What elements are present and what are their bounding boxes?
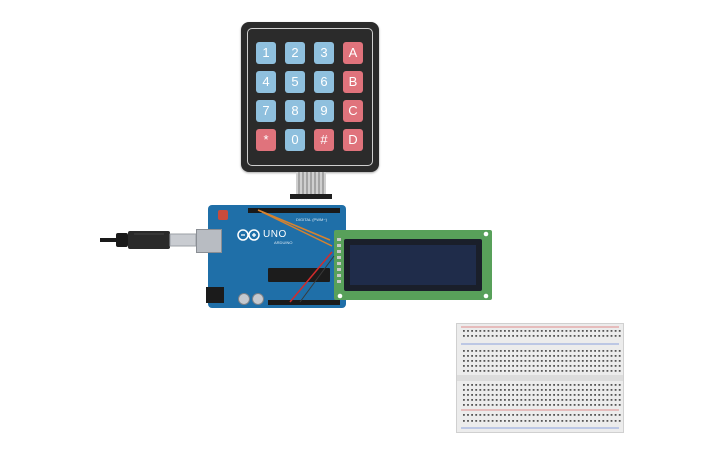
lcd-screen (350, 245, 476, 285)
keypad-key[interactable]: 3 (314, 42, 334, 64)
keypad-key[interactable]: B (343, 71, 363, 93)
capacitor-1 (238, 293, 250, 305)
lcd-16x2-display[interactable] (334, 230, 492, 300)
wire-red (289, 251, 333, 303)
power-jack (206, 287, 224, 303)
keypad-key[interactable]: * (256, 129, 276, 151)
breadboard[interactable] (456, 323, 624, 433)
capacitor-2 (252, 293, 264, 305)
keypad-frame (247, 28, 373, 166)
microcontroller-chip (268, 268, 330, 282)
reset-button[interactable] (218, 210, 228, 220)
usb-port (196, 229, 222, 253)
board-brand-label: ARDUINO (274, 240, 293, 245)
arduino-uno-board[interactable]: DIGITAL (PWM~) UNO ARDUINO (196, 205, 346, 308)
wire-dark (299, 255, 335, 303)
arduino-logo-icon (237, 229, 260, 241)
lcd-mount-holes (337, 231, 489, 299)
keypad-key[interactable]: 0 (285, 129, 305, 151)
wire-orange (257, 209, 331, 241)
lcd-bezel (344, 239, 482, 291)
board-model-label: UNO (263, 229, 287, 240)
keypad-key[interactable]: 2 (285, 42, 305, 64)
keypad-key[interactable]: D (343, 129, 363, 151)
digital-header[interactable] (248, 208, 340, 213)
wire-orange-2 (261, 211, 333, 247)
keypad-key[interactable]: C (343, 100, 363, 122)
digital-pins-label: DIGITAL (PWM~) (296, 217, 327, 222)
keypad-key[interactable]: 5 (285, 71, 305, 93)
power-header[interactable] (268, 300, 340, 305)
keypad-key[interactable]: 4 (256, 71, 276, 93)
keypad-key[interactable]: 7 (256, 100, 276, 122)
keypad-key[interactable]: 8 (285, 100, 305, 122)
usb-cable[interactable] (100, 226, 200, 254)
keypad-key[interactable]: A (343, 42, 363, 64)
lcd-pin-header (337, 238, 341, 283)
keypad-key[interactable]: 6 (314, 71, 334, 93)
keypad-key[interactable]: # (314, 129, 334, 151)
keypad-ribbon-cable (290, 172, 332, 199)
keypad-key[interactable]: 1 (256, 42, 276, 64)
keypad-key[interactable]: 9 (314, 100, 334, 122)
